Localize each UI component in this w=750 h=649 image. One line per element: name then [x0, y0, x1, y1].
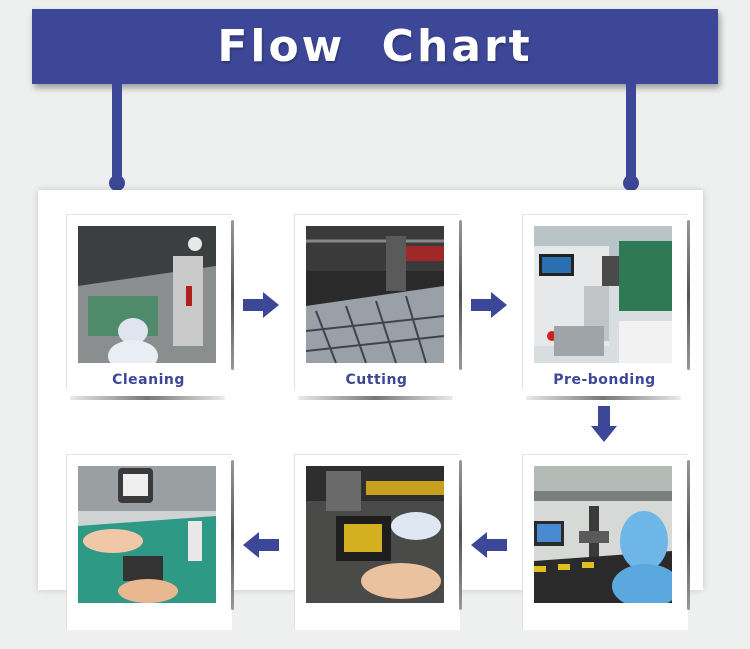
hanger-pin-right	[623, 175, 639, 191]
arrow-down-icon	[591, 406, 617, 442]
arrow-left-icon	[471, 532, 507, 558]
hand-testing-photo	[78, 466, 216, 603]
page-title: Flow Chart	[217, 21, 533, 72]
banner-hanger-left	[112, 84, 122, 184]
step-card-assembly	[294, 454, 462, 649]
card-edge	[687, 460, 690, 610]
flow-board: Cleaning	[38, 190, 703, 630]
banner-hanger-right	[626, 84, 636, 184]
step-label: Pre-bonding	[553, 372, 656, 388]
card-edge	[231, 220, 234, 370]
pre-bonding-machine-photo	[534, 226, 672, 363]
hanger-pin-left	[109, 175, 125, 191]
step-card-pre-bonding: Pre-bonding	[522, 214, 690, 409]
card-edge	[231, 460, 234, 610]
arrow-right-icon	[243, 292, 279, 318]
card-edge	[459, 220, 462, 370]
card-edge	[459, 460, 462, 610]
arrow-left-icon	[243, 532, 279, 558]
card-shelf	[298, 396, 453, 400]
title-banner: Flow Chart	[32, 9, 718, 84]
step-card-inspection	[522, 454, 690, 649]
step-label: Cleaning	[112, 372, 185, 388]
card-shelf	[70, 396, 225, 400]
step-label: Cutting	[345, 372, 408, 388]
card-edge	[687, 220, 690, 370]
arrow-right-icon	[471, 292, 507, 318]
assembly-photo	[306, 466, 444, 603]
card-shelf	[526, 396, 681, 400]
cleaning-room-photo	[78, 226, 216, 363]
step-card-cleaning: Cleaning	[66, 214, 234, 409]
step-card-hand-testing	[66, 454, 234, 649]
inspection-microscope-photo	[534, 466, 672, 603]
cutting-machine-photo	[306, 226, 444, 363]
step-card-cutting: Cutting	[294, 214, 462, 409]
